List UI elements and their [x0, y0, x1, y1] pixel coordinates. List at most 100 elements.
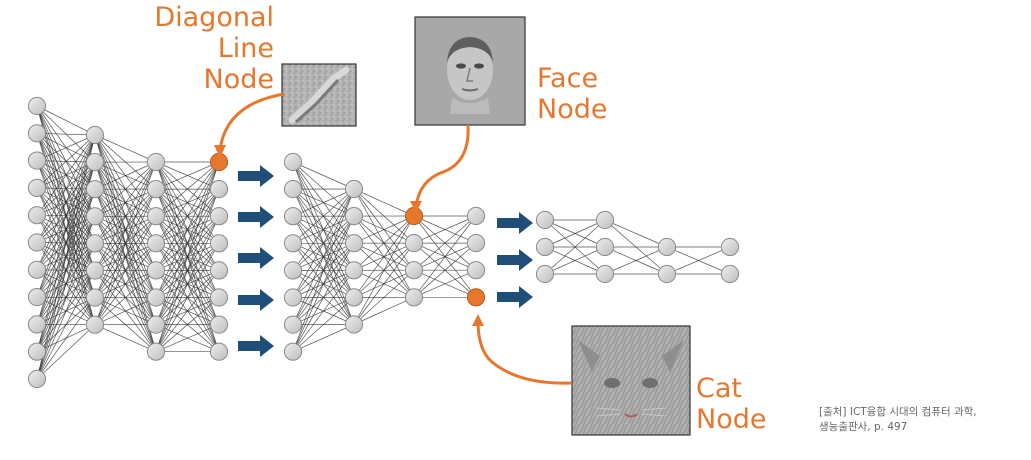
network-node	[283, 180, 303, 199]
network-edge	[413, 242, 477, 298]
network-edge	[292, 297, 355, 352]
source-citation: [출처] ICT융합 시대의 컴퓨터 과학, 생능출판사, p. 497	[819, 406, 977, 433]
network-edge	[292, 324, 355, 353]
network-edge	[292, 188, 355, 325]
network-edge	[155, 270, 220, 352]
right-arrow-icon	[238, 247, 274, 269]
network-node	[344, 234, 364, 253]
network-edge	[155, 161, 220, 217]
network-edge	[292, 188, 355, 298]
network-node	[85, 288, 105, 307]
network-node	[209, 315, 229, 334]
network-edge	[94, 297, 157, 326]
network-node	[27, 342, 47, 361]
network-edge	[292, 215, 355, 352]
network-nodes	[27, 96, 740, 389]
network-edge	[36, 270, 96, 380]
network-edge	[413, 269, 477, 298]
network-edge	[292, 188, 355, 271]
network-edge	[94, 161, 157, 298]
connector-arrowhead-icon	[410, 201, 422, 213]
connector-arrowhead-icon	[214, 145, 226, 158]
network-node	[146, 342, 166, 361]
network-edge	[36, 134, 96, 216]
network-edge	[413, 215, 477, 244]
network-node	[27, 124, 47, 143]
network-edge	[353, 269, 415, 325]
network-node	[404, 261, 424, 280]
network-node	[85, 153, 105, 172]
network-node	[146, 152, 166, 172]
network-edge	[413, 215, 477, 271]
network-node	[209, 288, 229, 307]
network-node	[344, 207, 364, 226]
network-edge	[292, 188, 355, 244]
right-arrow-icon	[238, 335, 274, 357]
network-node	[146, 180, 166, 199]
network-node	[344, 288, 364, 307]
network-node	[27, 369, 47, 389]
highlighted-node	[209, 152, 229, 172]
network-node	[535, 264, 555, 284]
network-edge	[155, 161, 220, 271]
network-node	[595, 264, 615, 284]
feature-connectors	[214, 92, 573, 385]
network-edge	[353, 215, 415, 271]
right-arrow-icon	[497, 212, 533, 234]
network-edge	[155, 161, 220, 244]
network-edge	[94, 134, 157, 163]
network-edge	[36, 134, 96, 243]
network-node	[595, 210, 615, 230]
network-edge	[36, 243, 96, 380]
network-edge	[36, 134, 96, 298]
network-edge	[155, 324, 220, 353]
network-node	[344, 261, 364, 280]
network-node	[595, 237, 615, 257]
network-node	[344, 179, 364, 199]
network-node	[283, 315, 303, 334]
network-node	[209, 342, 229, 361]
network-node	[27, 233, 47, 252]
network-node	[27, 178, 47, 197]
network-edge	[94, 161, 157, 190]
network-edge	[94, 188, 157, 325]
network-edge	[544, 219, 606, 275]
network-edge	[544, 246, 606, 275]
network-node	[283, 207, 303, 226]
network-edge	[155, 161, 220, 298]
network-node	[535, 210, 555, 230]
network-edge	[353, 242, 415, 325]
network-node	[146, 261, 166, 280]
network-edge	[353, 215, 415, 298]
network-node	[657, 264, 677, 284]
network-node	[466, 206, 486, 226]
right-arrow-icon	[497, 286, 533, 308]
network-node	[85, 125, 105, 145]
right-arrow-icon	[238, 206, 274, 228]
network-edge	[155, 297, 220, 352]
face-feature-image	[414, 16, 526, 126]
network-edge	[353, 215, 415, 244]
network-node	[146, 234, 166, 253]
face-node-label: Face Node	[537, 63, 608, 125]
network-node	[404, 288, 424, 307]
network-edge	[155, 188, 220, 352]
network-edge	[666, 246, 731, 275]
network-node	[85, 234, 105, 253]
network-node	[85, 180, 105, 199]
network-edge	[292, 188, 355, 352]
network-node	[209, 180, 229, 199]
network-node	[283, 152, 303, 172]
network-node	[27, 288, 47, 307]
network-node	[466, 234, 486, 253]
network-node	[283, 288, 303, 307]
network-node	[283, 261, 303, 280]
connector-arrowhead-icon	[472, 314, 484, 326]
cat-feature-image	[571, 325, 691, 436]
network-node	[85, 261, 105, 280]
network-node	[27, 315, 47, 334]
cat-node-label: Cat Node	[696, 373, 767, 435]
network-node	[209, 207, 229, 226]
network-edge	[94, 161, 157, 325]
